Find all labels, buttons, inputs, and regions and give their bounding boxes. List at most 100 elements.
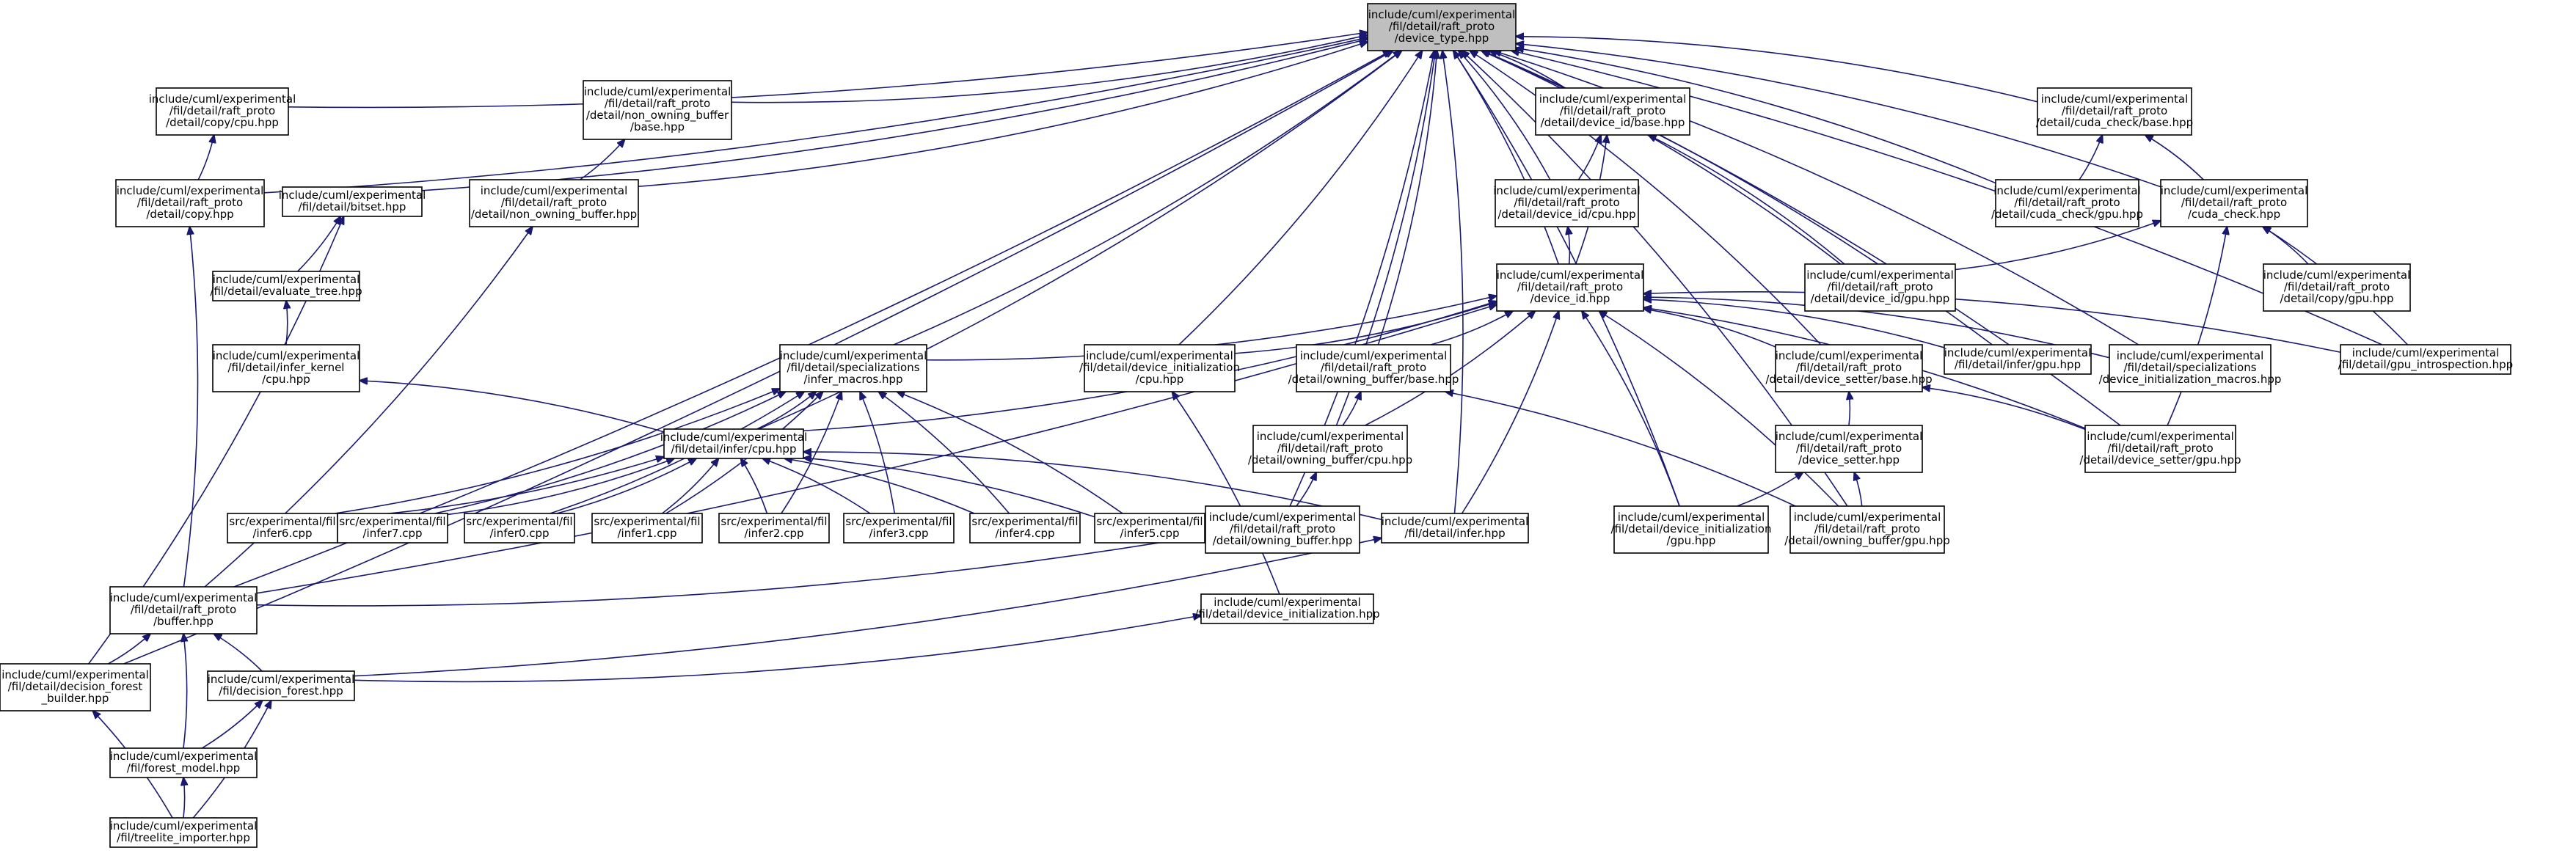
node-infhpp[interactable]: include/cuml/experimental/fil/detail/inf…	[1381, 513, 1529, 544]
node-label-line: /detail/non_owning_buffer.hpp	[471, 208, 637, 222]
node-label-line: /fil/detail/bitset.hpp	[299, 200, 406, 213]
node-label-line: /fil/detail/raft_proto	[501, 196, 607, 210]
node-dicpu[interactable]: include/cuml/experimental/fil/detail/dev…	[1079, 344, 1240, 392]
node-i7[interactable]: src/experimental/fil/infer7.cpp	[337, 513, 448, 544]
edge-i2-to-imacros	[781, 392, 842, 514]
node-copygpu[interactable]: include/cuml/experimental/fil/detail/raf…	[2263, 263, 2411, 312]
node-label-line: /fil/detail/raft_proto	[1230, 522, 1335, 536]
node-box	[1995, 179, 2139, 227]
node-df[interactable]: include/cuml/experimental/fil/decision_f…	[207, 670, 355, 701]
node-label-line: /fil/detail/gpu_introspection.hpp	[2338, 358, 2513, 372]
node-box	[227, 513, 338, 544]
edge-dsbase-to-did	[1643, 309, 1776, 348]
node-box	[2160, 179, 2308, 227]
node-i0[interactable]: src/experimental/fil/infer0.cpp	[464, 513, 575, 544]
node-box	[282, 186, 423, 217]
node-didgpu[interactable]: include/cuml/experimental/fil/detail/raf…	[1804, 263, 1956, 312]
node-label-line: include/cuml/experimental	[1, 668, 149, 681]
node-buffer[interactable]: include/cuml/experimental/fil/detail/raf…	[109, 586, 258, 634]
node-label-line: /fil/detail/raft_proto	[1796, 361, 1902, 375]
edge-nob-to-dt	[731, 35, 1368, 103]
node-label-line: /detail/copy/cpu.hpp	[166, 116, 279, 129]
node-label-line: /infer5.cpp	[1120, 527, 1179, 540]
edge-fm-to-df	[201, 700, 262, 749]
node-label-line: include/cuml/experimental	[1806, 268, 1954, 282]
node-infgpu[interactable]: include/cuml/experimental/fil/detail/inf…	[1944, 344, 2092, 375]
node-label-line: /fil/detail/infer/cpu.hpp	[671, 442, 797, 456]
node-box	[1094, 513, 1205, 544]
node-i1[interactable]: src/experimental/fil/infer1.cpp	[591, 513, 703, 544]
node-label-line: /fil/detail/raft_proto	[2014, 196, 2120, 210]
node-box	[115, 179, 265, 227]
node-label-line: include/cuml/experimental	[1214, 596, 1361, 609]
node-imacros[interactable]: include/cuml/experimental/fil/detail/spe…	[779, 344, 927, 392]
edge-i7-to-imacros	[434, 392, 786, 514]
node-copycpu[interactable]: include/cuml/experimental/fil/detail/raf…	[149, 87, 296, 136]
node-did[interactable]: include/cuml/experimental/fil/detail/raf…	[1496, 263, 1644, 312]
node-gpuintro[interactable]: include/cuml/experimental/fil/detail/gpu…	[2338, 344, 2513, 375]
node-label-line: include/cuml/experimental	[1776, 430, 1923, 443]
node-obcpu[interactable]: include/cuml/experimental/fil/detail/raf…	[1248, 425, 1412, 473]
node-didcpu[interactable]: include/cuml/experimental/fil/detail/raf…	[1493, 179, 1641, 227]
node-obgpu[interactable]: include/cuml/experimental/fil/detail/raf…	[1784, 505, 1950, 554]
edge-digpu-to-dshpp	[1737, 472, 1803, 507]
node-cchpp[interactable]: include/cuml/experimental/fil/detail/raf…	[2160, 179, 2308, 227]
node-bitset[interactable]: include/cuml/experimental/fil/detail/bit…	[279, 186, 426, 217]
node-label-line: /detail/owning_buffer/base.hpp	[1288, 373, 1459, 387]
node-i2[interactable]: src/experimental/fil/infer2.cpp	[718, 513, 830, 544]
node-label-line: /base.hpp	[630, 120, 685, 133]
node-dfb[interactable]: include/cuml/experimental/fil/detail/dec…	[0, 663, 151, 711]
edge-copyhpp-to-dt	[263, 37, 1368, 194]
node-label-line: /fil/decision_forest.hpp	[219, 684, 343, 698]
node-ccgpu[interactable]: include/cuml/experimental/fil/detail/raf…	[1991, 179, 2143, 227]
node-copyhpp[interactable]: include/cuml/experimental/fil/detail/raf…	[115, 179, 265, 227]
node-dsbase[interactable]: include/cuml/experimental/fil/detail/raf…	[1765, 344, 1933, 392]
node-label-line: include/cuml/experimental	[1257, 430, 1404, 443]
edge-ikcpu-to-evaltree	[286, 301, 288, 345]
node-digpu[interactable]: include/cuml/experimental/fil/detail/dev…	[1611, 505, 1772, 554]
node-label-line: include/cuml/experimental	[1493, 184, 1641, 197]
edge-obcpu-to-did	[1365, 311, 1536, 426]
node-dsgpu[interactable]: include/cuml/experimental/fil/detail/raf…	[2079, 425, 2241, 473]
edge-obbase-to-dt	[1377, 51, 1437, 345]
edge-did-to-dt	[1453, 51, 1559, 265]
node-box	[663, 428, 804, 459]
node-label-line: /fil/detail/infer_kernel	[228, 361, 345, 375]
node-label-line: /infer_macros.hpp	[803, 373, 902, 387]
node-ikcpu[interactable]: include/cuml/experimental/fil/detail/inf…	[212, 344, 360, 392]
node-label-line: /fil/detail/raft_proto	[1517, 280, 1623, 294]
node-label-line: /fil/detail/raft_proto	[2284, 280, 2390, 294]
edge-i7-to-infcpu	[447, 458, 674, 516]
edge-gpuintro-to-dt	[1511, 51, 2383, 345]
node-box	[2037, 87, 2192, 136]
node-ti[interactable]: include/cuml/experimental/fil/treelite_i…	[109, 817, 258, 848]
node-label-line: include/cuml/experimental	[213, 349, 360, 362]
node-obbase[interactable]: include/cuml/experimental/fil/detail/raf…	[1288, 344, 1459, 392]
node-i4[interactable]: src/experimental/fil/infer4.cpp	[969, 513, 1081, 544]
node-label-line: /fil/detail/raft_proto	[1796, 442, 1902, 456]
node-box	[1252, 425, 1408, 473]
node-i3[interactable]: src/experimental/fil/infer3.cpp	[843, 513, 955, 544]
edge-i3-to-infcpu	[762, 458, 871, 514]
edge-ti-to-fm	[183, 778, 185, 819]
node-dihpp[interactable]: include/cuml/experimental/fil/detail/dev…	[1194, 593, 1380, 624]
node-didbase[interactable]: include/cuml/experimental/fil/detail/raf…	[1535, 87, 1690, 136]
edge-df-to-infhpp	[354, 538, 1382, 677]
node-evaltree[interactable]: include/cuml/experimental/fil/detail/eva…	[210, 271, 362, 301]
node-nob[interactable]: include/cuml/experimental/fil/detail/raf…	[583, 80, 732, 140]
node-nobhpp[interactable]: include/cuml/experimental/fil/detail/raf…	[469, 179, 639, 227]
node-dt[interactable]: include/cuml/experimental/fil/detail/raf…	[1367, 3, 1517, 51]
node-label-line: src/experimental/fil	[339, 515, 445, 528]
node-i5[interactable]: src/experimental/fil/infer5.cpp	[1094, 513, 1205, 544]
edge-obgpu-to-dshpp	[1854, 472, 1863, 507]
node-infcpu[interactable]: include/cuml/experimental/fil/detail/inf…	[660, 428, 808, 459]
node-dimacros[interactable]: include/cuml/experimental/fil/detail/spe…	[2099, 344, 2282, 392]
node-i6[interactable]: src/experimental/fil/infer6.cpp	[227, 513, 338, 544]
node-fm[interactable]: include/cuml/experimental/fil/forest_mod…	[109, 747, 258, 778]
edge-infgpu-to-did	[1643, 299, 1945, 348]
node-box	[2340, 344, 2511, 375]
node-ccbase[interactable]: include/cuml/experimental/fil/detail/raf…	[2036, 87, 2193, 136]
node-obhpp[interactable]: include/cuml/experimental/fil/detail/raf…	[1205, 505, 1360, 554]
node-dshpp[interactable]: include/cuml/experimental/fil/detail/raf…	[1775, 425, 1923, 473]
